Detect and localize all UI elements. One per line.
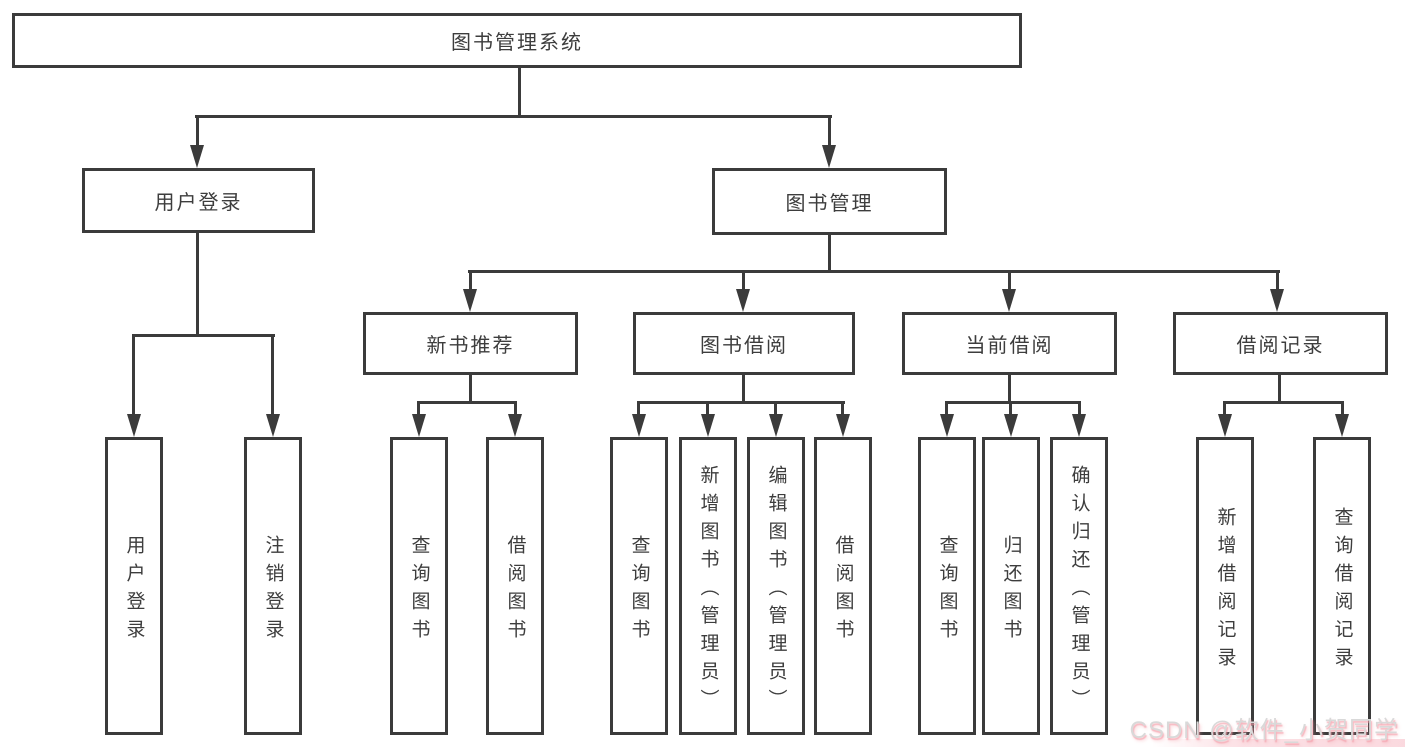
arrow-down-icon (701, 414, 715, 437)
connector-line (468, 270, 1280, 273)
leaf-borrow-books: 借阅图书 (814, 437, 872, 735)
connector-line (469, 270, 472, 291)
arrow-down-icon (1072, 414, 1086, 437)
connector-line (196, 233, 199, 337)
leaf-query-books-current: 查询图书 (918, 437, 976, 735)
connector-line (1278, 375, 1281, 404)
arrow-down-icon (1218, 414, 1232, 437)
connector-line (132, 334, 275, 337)
arrow-down-icon (1270, 289, 1284, 312)
connector-line (945, 401, 1081, 404)
arrow-down-icon (822, 145, 836, 168)
connector-line (637, 401, 845, 404)
connector-line (518, 68, 521, 117)
node-current-borrowing: 当前借阅 (902, 312, 1117, 375)
connector-line (706, 401, 709, 416)
leaf-confirm-return-admin: 确认归还（管理员） (1050, 437, 1108, 735)
connector-line (742, 375, 745, 404)
connector-line (469, 375, 472, 404)
connector-line (417, 401, 517, 404)
connector-line (828, 235, 831, 273)
arrow-down-icon (836, 414, 850, 437)
node-book-management: 图书管理 (712, 168, 947, 235)
connector-line (132, 334, 135, 415)
connector-line (1009, 401, 1012, 416)
arrow-down-icon (1335, 414, 1349, 437)
connector-line (1223, 401, 1344, 404)
arrow-down-icon (1004, 414, 1018, 437)
connector-line (195, 115, 832, 118)
connector-line (945, 401, 948, 416)
watermark: CSDN @软件_小贺同学 (1129, 717, 1399, 744)
connector-line (271, 334, 274, 415)
node-user-login: 用户登录 (82, 168, 315, 233)
leaf-add-borrow-record: 新增借阅记录 (1196, 437, 1254, 735)
connector-line (1008, 270, 1011, 291)
leaf-return-books: 归还图书 (982, 437, 1040, 735)
connector-line (841, 401, 844, 416)
node-new-book-recommendation: 新书推荐 (363, 312, 578, 375)
connector-line (196, 115, 199, 147)
arrow-down-icon (769, 414, 783, 437)
connector-line (742, 270, 745, 291)
leaf-borrow-books-recommend: 借阅图书 (486, 437, 544, 735)
arrow-down-icon (940, 414, 954, 437)
node-borrowing-records: 借阅记录 (1173, 312, 1388, 375)
arrow-down-icon (632, 414, 646, 437)
connector-line (774, 401, 777, 416)
node-book-borrowing: 图书借阅 (633, 312, 855, 375)
node-library-management-system: 图书管理系统 (12, 13, 1022, 68)
leaf-edit-book-admin: 编辑图书（管理员） (747, 437, 805, 735)
connector-line (637, 401, 640, 416)
connector-line (1078, 401, 1081, 416)
connector-line (1341, 401, 1344, 416)
connector-line (417, 401, 420, 416)
arrow-down-icon (1002, 289, 1016, 312)
arrow-down-icon (266, 414, 280, 437)
leaf-query-borrow-record: 查询借阅记录 (1313, 437, 1371, 735)
arrow-down-icon (508, 414, 522, 437)
leaf-query-books-borrow: 查询图书 (610, 437, 668, 735)
arrow-down-icon (463, 289, 477, 312)
connector-line (1008, 375, 1011, 404)
connector-line (828, 115, 831, 147)
watermark-glow (1152, 739, 1405, 747)
connector-line (514, 401, 517, 416)
arrow-down-icon (190, 145, 204, 168)
leaf-add-book-admin: 新增图书（管理员） (679, 437, 737, 735)
leaf-user-login: 用户登录 (105, 437, 163, 735)
arrow-down-icon (127, 414, 141, 437)
arrow-down-icon (736, 289, 750, 312)
connector-line (1223, 401, 1226, 416)
connector-line (1276, 270, 1279, 291)
leaf-query-books-recommend: 查询图书 (390, 437, 448, 735)
leaf-logout: 注销登录 (244, 437, 302, 735)
arrow-down-icon (412, 414, 426, 437)
